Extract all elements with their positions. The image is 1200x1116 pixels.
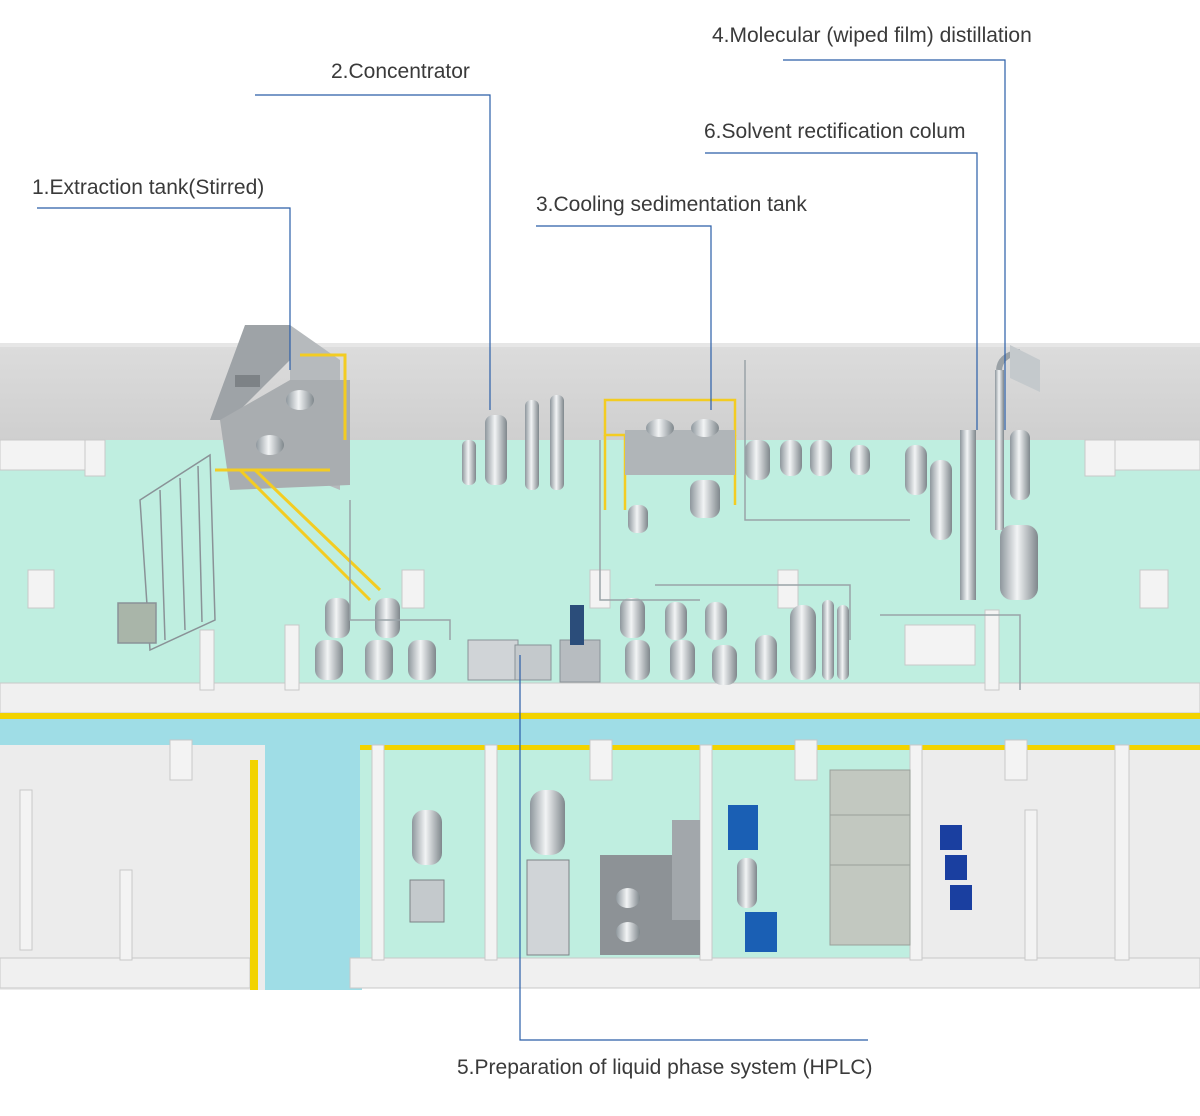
cooling-sedimentation-equipment (603, 398, 737, 533)
leader-molecular-distillation (783, 59, 1006, 430)
distillation-columns (960, 345, 1040, 600)
lower-room-partitions (19, 739, 1130, 961)
extraction-tank-structure (210, 325, 382, 602)
leader-extraction-tank (37, 207, 291, 370)
yellow-line-left-room (250, 760, 258, 990)
left-filter-rack (117, 453, 216, 652)
concentrator-equipment (462, 395, 564, 490)
lower-right-rooms (915, 745, 1200, 960)
middle-floor-tanks (315, 598, 849, 685)
lower-front-wall (349, 957, 1200, 989)
lower-room-equipment (409, 769, 972, 956)
callout-solvent-rectification-column: 6.Solvent rectification colum (704, 120, 966, 143)
hplc-unit (467, 605, 601, 683)
right-process-tanks (745, 440, 952, 540)
callout-molecular-distillation: 4.Molecular (wiped film) distillation (712, 24, 1032, 47)
callout-leader-lines (37, 59, 1006, 1041)
yellow-line-upper-lower (360, 745, 1200, 750)
back-wall-top (0, 343, 1200, 347)
leader-rectification-column (705, 152, 978, 430)
process-piping (349, 360, 1021, 690)
callout-cooling-sedimentation-tank: 3.Cooling sedimentation tank (536, 193, 807, 216)
callout-extraction-tank: 1.Extraction tank(Stirred) (32, 176, 265, 199)
leader-hplc (519, 655, 868, 1041)
corridor-vertical (262, 745, 362, 990)
upper-room-partitions (0, 439, 1200, 691)
yellow-safety-line-upper (0, 713, 1200, 719)
callout-concentrator: 2.Concentrator (331, 60, 470, 83)
leader-concentrator (255, 94, 491, 410)
callout-hplc: 5.Preparation of liquid phase system (HP… (457, 1056, 873, 1079)
lower-left-front-wall (0, 957, 251, 989)
leader-cooling-tank (536, 225, 712, 410)
